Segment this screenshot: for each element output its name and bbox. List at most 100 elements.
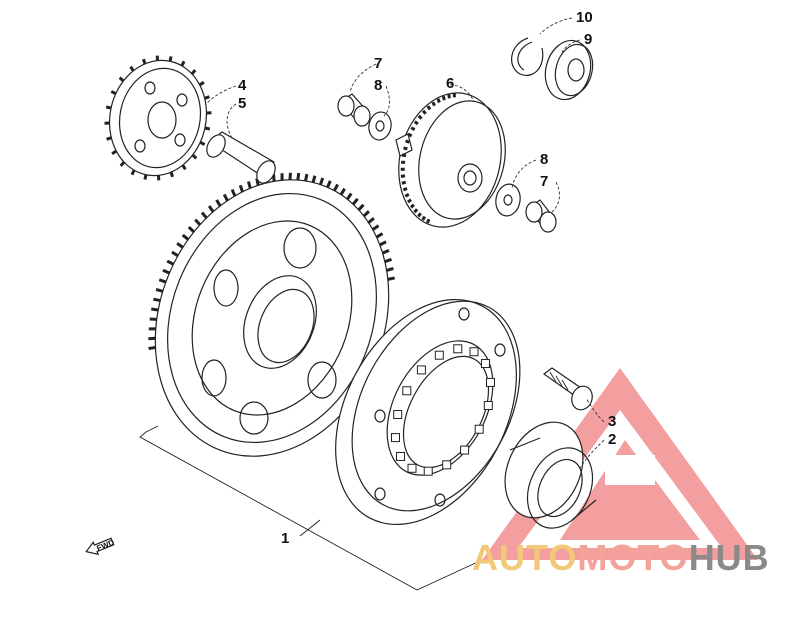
sprag-roller [396,451,406,461]
callout-3: 3 [608,413,616,430]
gear-tooth [204,95,210,100]
callout-1: 1 [281,530,289,547]
gear-tooth [447,94,451,99]
sprag-roller [486,377,496,387]
reduction-gear-teeth [400,93,456,224]
callout-7-lower: 7 [540,173,548,190]
watermark-text: AUTOMOTOHUB [472,537,770,578]
sprag-roller [483,400,493,410]
gear-tooth [238,184,244,193]
gear-tooth [141,58,147,65]
gear-tooth [151,307,159,312]
gear-tooth [387,276,396,281]
gear-tooth [426,105,432,111]
sprag-roller [442,460,452,470]
idler-shaft [206,131,276,184]
needle-bearing [504,421,597,529]
one-way-sprag-rollers [390,344,496,476]
gear-tooth [176,242,184,249]
gear-tooth [105,105,112,110]
sprag-roller [480,359,490,369]
gear-tooth [187,226,195,233]
sprag-roller [402,386,412,396]
sprag-roller [390,433,400,443]
gear-tooth [417,212,422,218]
gear-tooth [426,218,431,224]
gear-tooth [404,192,410,198]
gear-tooth [191,153,198,160]
gear-tooth [110,90,117,96]
gear-tooth [129,65,135,72]
gear-tooth [436,98,441,104]
callout-2: 2 [608,431,616,448]
gear-tooth [401,153,407,158]
gear-tooth [119,161,126,167]
sprag-roller [407,463,417,473]
gear-tooth [413,120,419,126]
gear-tooth [333,183,339,192]
callout-8-lower: 8 [540,151,548,168]
gear-tooth [417,114,423,120]
gear-tooth [198,80,205,87]
gear-tooth [222,193,229,202]
gear-tooth [230,188,237,197]
gear-tooth [304,173,309,182]
ball-bearing [544,39,594,101]
washer-upper [368,111,392,141]
gear-tooth [153,297,161,303]
gear-tooth [357,203,365,211]
callout-4: 4 [238,77,247,94]
leader-lines [205,17,605,537]
gear-tooth [346,192,353,201]
callout-7-upper: 7 [374,55,382,72]
starter-driven-gear [154,179,390,457]
bushing-upper [337,93,371,127]
gear-tooth [410,126,416,132]
gear-tooth [166,259,175,266]
sprag-roller [453,344,463,354]
circlip [511,37,544,76]
gear-tooth [362,210,370,218]
gear-tooth [367,217,375,224]
gear-tooth [375,232,384,239]
gear-tooth [400,174,406,178]
gear-tooth [386,267,394,272]
gear-tooth [215,199,222,207]
callout-6: 6 [446,75,454,92]
callout-5: 5 [238,95,246,112]
gear-tooth [143,174,148,180]
gear-tooth [421,109,427,115]
idler-gear [108,59,208,177]
gear-tooth [168,56,173,62]
gear-tooth [190,69,197,75]
gear-tooth [384,257,392,264]
gear-tooth [326,180,332,188]
gear-tooth [318,177,325,186]
gear-tooth [111,149,118,156]
forward-direction-arrow: FWD [85,537,116,556]
gear-tooth [311,175,317,183]
cap-screw [542,367,593,411]
gear-tooth [194,218,202,226]
sprag-roller [460,445,470,455]
gear-tooth [371,224,380,231]
fwd-label: FWD [95,538,115,553]
sprag-roller [474,424,484,434]
gear-tooth [407,132,413,138]
gear-tooth [406,198,412,204]
sprag-roller [416,365,426,375]
gear-tooth [162,268,170,275]
gear-tooth [207,205,215,213]
gear-tooth [339,187,346,196]
assembly-bracket-lines [139,425,483,591]
callout-10: 10 [576,9,593,26]
gear-tooth [379,240,387,247]
gear-tooth [204,126,211,131]
gear-tooth [130,169,136,176]
gear-tooth [421,215,427,221]
gear-tooth [401,180,407,185]
callout-8-upper: 8 [374,77,382,94]
gear-tooth [180,60,186,67]
